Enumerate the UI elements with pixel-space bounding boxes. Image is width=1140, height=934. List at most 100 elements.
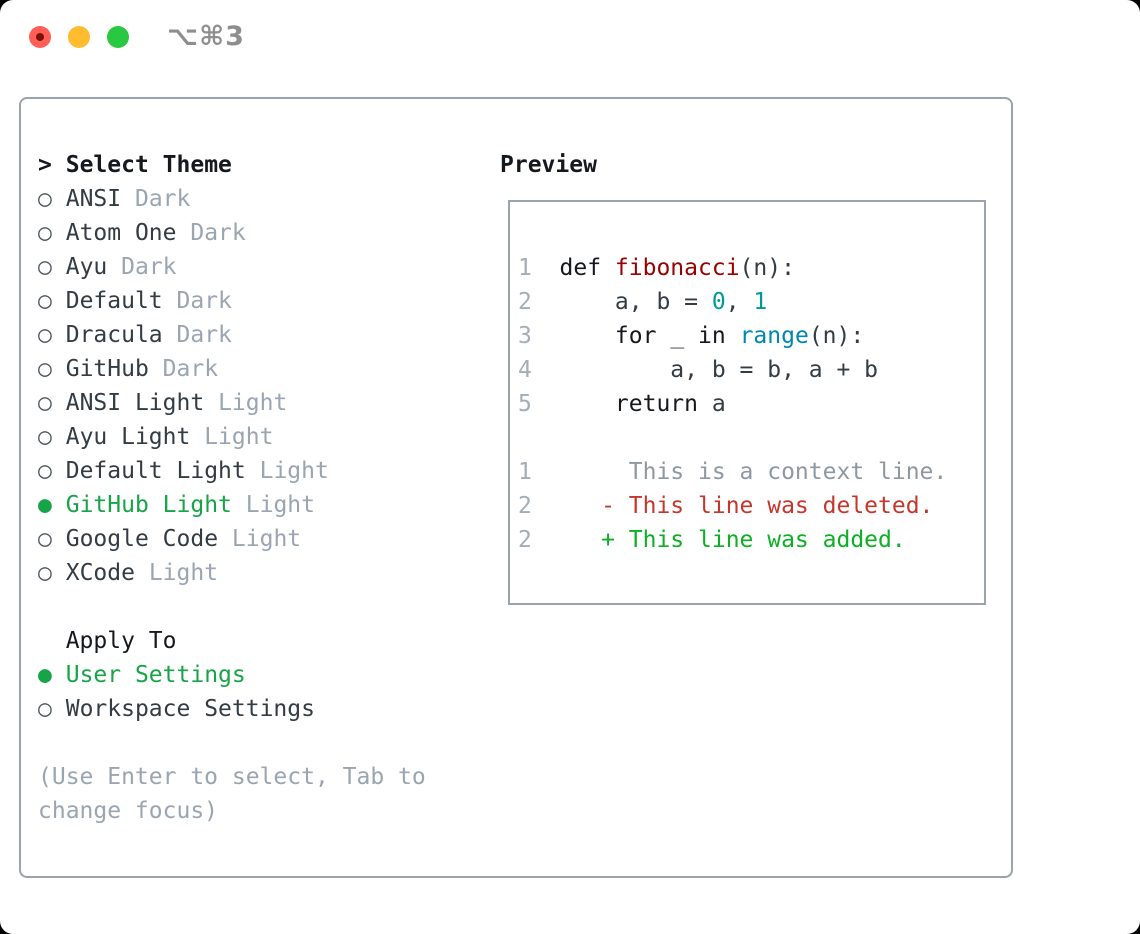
theme-option[interactable]: ○ ANSI Dark	[38, 182, 426, 216]
code-segment-plain: (n):	[739, 255, 795, 281]
theme-option[interactable]: ○ Atom One Dark	[38, 216, 426, 250]
close-button-dot-icon	[36, 33, 44, 41]
theme-list-column: > Select Theme○ ANSI Dark○ Atom One Dark…	[38, 148, 426, 828]
code-segment-context: This is a context line.	[559, 459, 948, 485]
radio-unselected-icon: ○	[38, 322, 52, 348]
radio-unselected-icon: ○	[38, 220, 52, 246]
code-segment-keyword: for	[614, 323, 657, 349]
line-number: 3	[518, 323, 532, 349]
option-variant-tag: Light	[218, 390, 288, 416]
apply-option[interactable]: ● User Settings	[38, 658, 426, 692]
line-number: 1	[518, 255, 532, 281]
option-label: GitHub Light	[65, 492, 232, 518]
code-line: 5 return a	[518, 387, 984, 421]
minimize-button[interactable]	[68, 26, 90, 48]
code-segment-plain: a	[698, 391, 726, 417]
option-label: Dracula	[65, 322, 163, 348]
code-segment-number: 1	[753, 289, 768, 315]
option-label: Ayu Light	[65, 424, 191, 450]
apply-to-title: Apply To	[65, 628, 177, 654]
radio-unselected-icon: ○	[38, 458, 52, 484]
code-line: 2 + This line was added.	[518, 523, 984, 557]
code-segment-keyword: return	[614, 391, 699, 417]
theme-option[interactable]: ○ Ayu Light Light	[38, 420, 426, 454]
radio-unselected-icon: ○	[38, 696, 52, 722]
theme-list-title-text: Select Theme	[65, 152, 232, 178]
code-line	[518, 421, 984, 455]
radio-unselected-icon: ○	[38, 390, 52, 416]
theme-option[interactable]: ○ Google Code Light	[38, 522, 426, 556]
theme-option[interactable]: ○ Default Light Light	[38, 454, 426, 488]
close-button[interactable]	[29, 26, 51, 48]
option-label: ANSI Light	[65, 390, 205, 416]
code-line: 1 def fibonacci(n):	[518, 251, 984, 285]
code-segment-number: 0	[711, 289, 726, 315]
code-segment-function: fibonacci	[614, 255, 740, 281]
code-line: 3 for _ in range(n):	[518, 319, 984, 353]
option-variant-tag: Light	[245, 492, 315, 518]
code-line: 2 - This line was deleted.	[518, 489, 984, 523]
radio-unselected-icon: ○	[38, 356, 52, 382]
option-label: XCode	[65, 560, 135, 586]
preview-title: Preview	[500, 152, 597, 178]
theme-option[interactable]: ○ Default Dark	[38, 284, 426, 318]
option-variant-tag: Light	[231, 526, 302, 552]
code-segment-keyword: def	[559, 255, 615, 281]
code-segment-builtin: range	[739, 323, 809, 349]
option-label: Default Light	[65, 458, 246, 484]
option-variant-tag: Dark	[162, 356, 219, 382]
option-variant-tag: Dark	[176, 322, 232, 348]
option-label: Atom One	[65, 220, 177, 246]
radio-unselected-icon: ○	[38, 288, 52, 314]
code-line: 2 a, b = 0, 1	[518, 285, 984, 319]
code-line: 4 a, b = b, a + b	[518, 353, 984, 387]
option-label: Default	[65, 288, 163, 314]
code-segment-plain: ,	[725, 289, 754, 315]
code-segment-plain: a, b = b, a + b	[559, 357, 879, 383]
code-segment-plain: (n):	[808, 323, 865, 349]
theme-option[interactable]: ○ Ayu Dark	[38, 250, 426, 284]
theme-option[interactable]: ● GitHub Light Light	[38, 488, 426, 522]
code-segment-plain: _	[656, 323, 699, 349]
theme-option[interactable]: ○ GitHub Dark	[38, 352, 426, 386]
line-number: 5	[518, 391, 532, 417]
radio-unselected-icon: ○	[38, 560, 52, 586]
code-segment-deleted: - This line was deleted.	[559, 493, 934, 519]
code-segment-keyword: in	[698, 323, 726, 349]
help-text-line1: (Use Enter to select, Tab to	[38, 764, 426, 790]
option-label: User Settings	[65, 662, 246, 688]
theme-option[interactable]: ○ ANSI Light Light	[38, 386, 426, 420]
code-segment-plain	[560, 323, 615, 349]
line-number: 1	[518, 459, 532, 485]
theme-list-title: > Select Theme	[38, 148, 426, 182]
spacer-row	[38, 590, 426, 624]
line-number: 4	[518, 357, 532, 383]
radio-unselected-icon: ○	[38, 526, 52, 552]
option-variant-tag: Light	[259, 458, 329, 484]
radio-unselected-icon: ○	[38, 186, 52, 212]
option-variant-tag: Dark	[190, 220, 246, 246]
radio-selected-icon: ●	[38, 662, 52, 688]
option-label: Workspace Settings	[65, 696, 315, 722]
option-variant-tag: Dark	[134, 186, 191, 212]
window-title: ⌥⌘3	[167, 21, 245, 52]
option-label: ANSI	[65, 186, 122, 212]
option-label: GitHub	[65, 356, 149, 382]
code-segment-plain	[726, 323, 740, 349]
radio-unselected-icon: ○	[38, 254, 52, 280]
code-segment-plain	[560, 391, 615, 417]
option-variant-tag: Light	[204, 424, 274, 450]
theme-option[interactable]: ○ Dracula Dark	[38, 318, 426, 352]
line-number: 2	[518, 527, 532, 553]
help-text-line2: change focus)	[38, 798, 219, 824]
pointer-icon: >	[38, 152, 52, 178]
radio-unselected-icon: ○	[38, 424, 52, 450]
option-variant-tag: Dark	[176, 288, 232, 314]
apply-option[interactable]: ○ Workspace Settings	[38, 692, 426, 726]
radio-selected-icon: ●	[38, 492, 52, 518]
option-variant-tag: Dark	[121, 254, 177, 280]
theme-option[interactable]: ○ XCode Light	[38, 556, 426, 590]
zoom-button[interactable]	[107, 26, 129, 48]
